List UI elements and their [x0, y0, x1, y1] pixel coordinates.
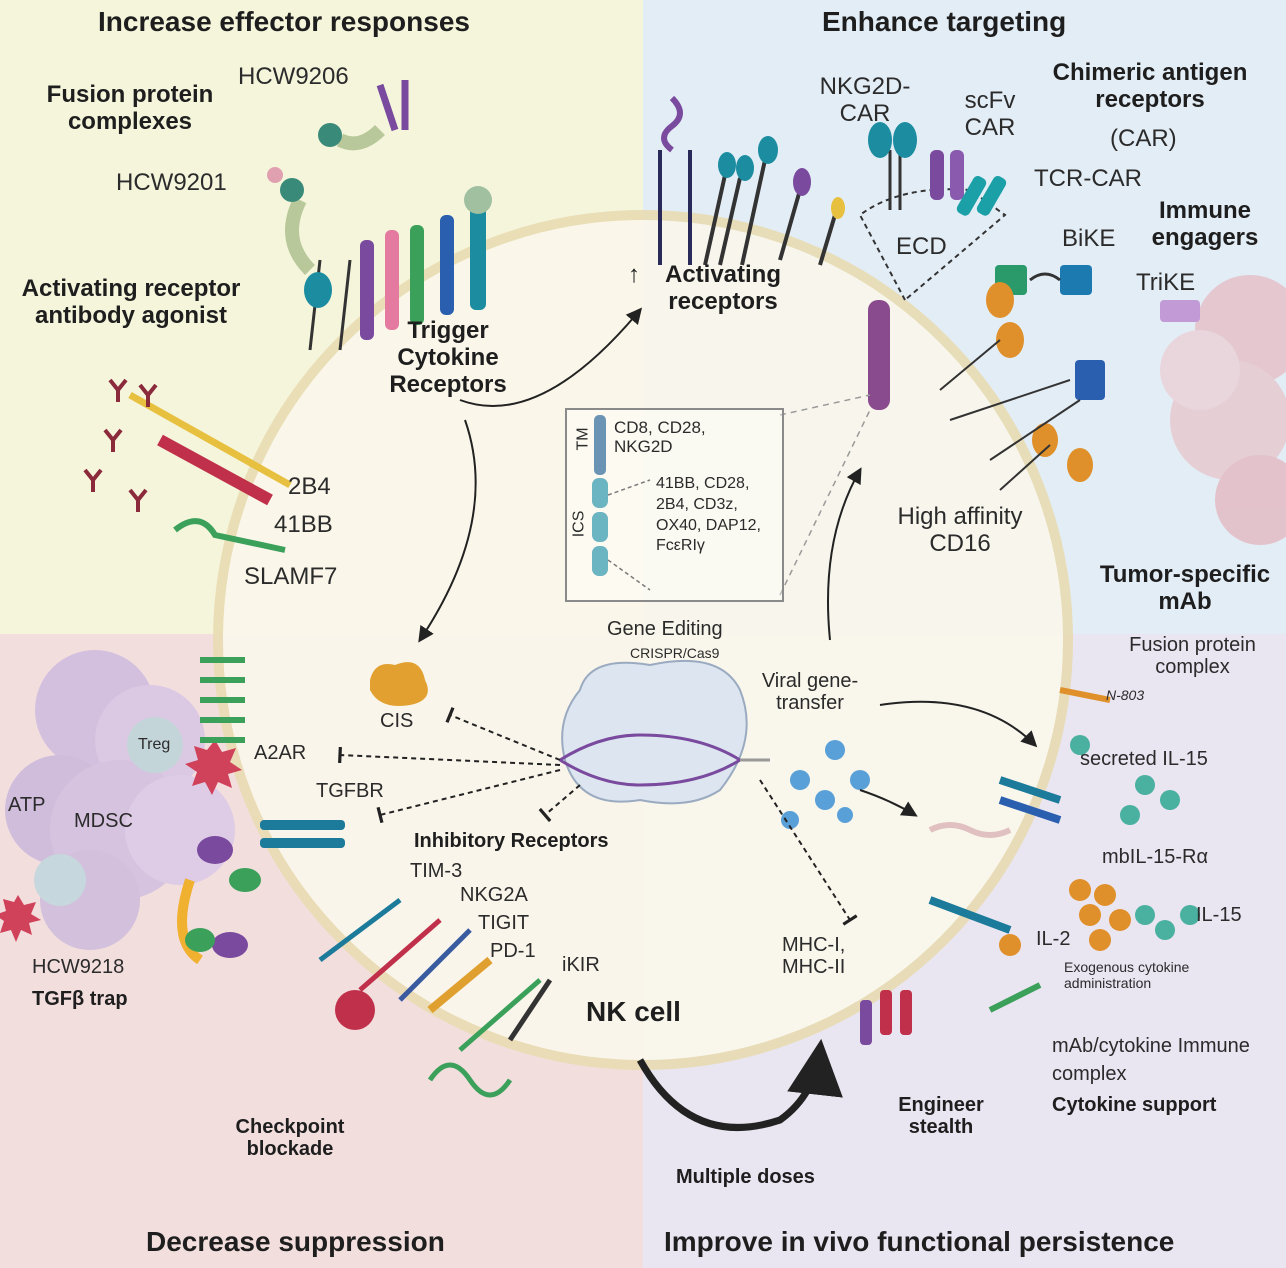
- mhc-icon: [860, 990, 912, 1045]
- nkg2a-label: NKG2A: [460, 884, 528, 906]
- immune-engagers-icon: [939, 265, 1200, 491]
- il2-label: IL-2: [1036, 928, 1071, 950]
- mhc1-label: MHC-I,: [782, 934, 846, 956]
- hcw9201-label: HCW9201: [116, 169, 227, 196]
- il2-cytokine-icon: [999, 879, 1131, 956]
- arrow-icon: [859, 789, 918, 817]
- cis-label: CIS: [380, 710, 414, 732]
- mhc2-label: MHC-II: [782, 956, 846, 978]
- arrow-icon: [879, 700, 1038, 748]
- multiple-doses-label: Multiple doses: [676, 1166, 815, 1188]
- suppressive-cells-icon: [5, 650, 235, 950]
- quadrant-title-suppression: Decrease suppression: [146, 1226, 445, 1257]
- atp-label: ATP: [8, 794, 46, 816]
- tumor-specific-mab-label: Tumor-specific mAb: [1099, 561, 1271, 615]
- fusion-protein-complexes-label: Fusion protein complexes: [46, 81, 214, 135]
- dna-icon: [559, 733, 770, 787]
- a2ar-label: A2AR: [254, 742, 307, 764]
- inhibitory-receptors-icon: [318, 898, 553, 1098]
- cytokine-support-label: Cytokine support: [1052, 1094, 1217, 1116]
- quadrant-title-targeting: Enhance targeting: [822, 6, 1067, 37]
- tgfb-trap-label: TGFβ trap: [32, 988, 128, 1010]
- tgfb-trap-icon: [177, 820, 345, 965]
- fusion-protein-complex-label: Fusion protein complex: [1129, 634, 1256, 679]
- bike-label: BiKE: [1062, 225, 1116, 252]
- mbil15ra-label: mbIL-15-Rα: [1102, 846, 1209, 868]
- quadrant-title-persistence: Improve in vivo functional persistence: [664, 1226, 1175, 1257]
- arrow-icon: [459, 307, 643, 407]
- trigger-cytokine-receptors-label: Trigger Cytokine Receptors: [389, 317, 507, 398]
- crispr-label: CRISPR/Cas9: [630, 645, 720, 661]
- checkpoint-blockade-label: Checkpoint blockade: [235, 1116, 345, 1161]
- viral-gene-transfer-label: Viral gene-transfer: [761, 670, 859, 715]
- scfv-car-label: scFv CAR: [964, 87, 1016, 141]
- treg-cell: [127, 717, 183, 773]
- cis-protein-icon: [370, 662, 428, 706]
- tm-list-label: CD8, CD28, NKG2D: [614, 418, 706, 457]
- agonist-receptors-icon: [83, 378, 292, 553]
- tgfbr-label: TGFBR: [316, 780, 384, 802]
- car-constructs-icon: [868, 122, 1007, 410]
- exogenous-label: Exogenous cytokine administration: [1064, 959, 1190, 991]
- pd1-label: PD-1: [490, 940, 536, 962]
- multiple-doses-arrow-icon: [636, 1038, 843, 1131]
- hcw9206-label: HCW9206: [238, 63, 349, 90]
- ics-label: ICS: [570, 510, 588, 538]
- tcr-car-label: TCR-CAR: [1034, 165, 1142, 192]
- arrow-icon: [827, 467, 862, 641]
- car-domain-inset: [565, 408, 784, 602]
- inhibition-arrow-icon: [338, 706, 858, 926]
- tumor-cell-icon: [1160, 275, 1286, 545]
- tigit-label: TIGIT: [478, 912, 530, 934]
- activating-receptors-icon: [658, 95, 845, 266]
- immune-engagers-label: Immune engagers: [1151, 197, 1259, 251]
- tim3-label: TIM-3: [410, 860, 463, 882]
- tumor-starburst-icon: [0, 895, 41, 942]
- trike-label: TriKE: [1136, 269, 1196, 296]
- nk-cell-label: NK cell: [586, 996, 681, 1027]
- car-title-label: Chimeric antigen receptors: [1052, 59, 1248, 113]
- hcw9218-label: HCW9218: [32, 956, 125, 978]
- ecd-label: ECD: [896, 233, 947, 260]
- car-inset-receptor-icon: [592, 415, 651, 591]
- tumor-starburst-icon: [185, 740, 242, 795]
- il15-receptors-icon: [928, 687, 1111, 1013]
- secreted-il15-label: secreted IL-15: [1080, 748, 1208, 770]
- receptor-slamf7-label: SLAMF7: [244, 563, 338, 590]
- n803-label: N-803: [1106, 687, 1145, 703]
- car-abbrev-label: (CAR): [1110, 125, 1177, 152]
- receptor-41bb-label: 41BB: [274, 511, 333, 538]
- receptor-2b4-label: 2B4: [288, 473, 331, 500]
- engineer-stealth-label: Engineer stealth: [898, 1094, 984, 1139]
- up-arrow-label: ↑: [628, 261, 640, 288]
- inhibitory-receptors-label: Inhibitory Receptors: [414, 830, 609, 852]
- activating-receptors-label: Activating receptors: [664, 261, 781, 315]
- cytokine-receptors-icon: [267, 80, 492, 351]
- tm-label: TM: [574, 427, 592, 451]
- ikir-label: iKIR: [562, 954, 600, 976]
- arrow-icon: [418, 419, 477, 643]
- il15-label: IL-15: [1196, 904, 1242, 926]
- nkg2d-car-label: NKG2D-CAR: [819, 73, 911, 127]
- quadrant-title-effector: Increase effector responses: [98, 6, 470, 37]
- inset-connector: [779, 394, 871, 596]
- high-affinity-cd16-label: High affinity CD16: [897, 503, 1023, 557]
- mdsc-label: MDSC: [74, 810, 133, 832]
- mab-cytokine-label: mAb/cytokine Immune complex: [1052, 1035, 1250, 1085]
- cytokine-icon: [1070, 735, 1200, 940]
- ics-list-label: 41BB, CD28, 2B4, CD3z, OX40, DAP12, FcεR…: [656, 475, 761, 555]
- nucleus-icon: [561, 659, 748, 805]
- virus-icon: [781, 740, 870, 829]
- gene-editing-label: Gene Editing: [607, 618, 723, 640]
- a2ar-receptor-icon: [200, 657, 245, 743]
- activating-receptor-agonist-label: Activating receptor antibody agonist: [21, 275, 241, 329]
- treg-label: Treg: [138, 736, 171, 753]
